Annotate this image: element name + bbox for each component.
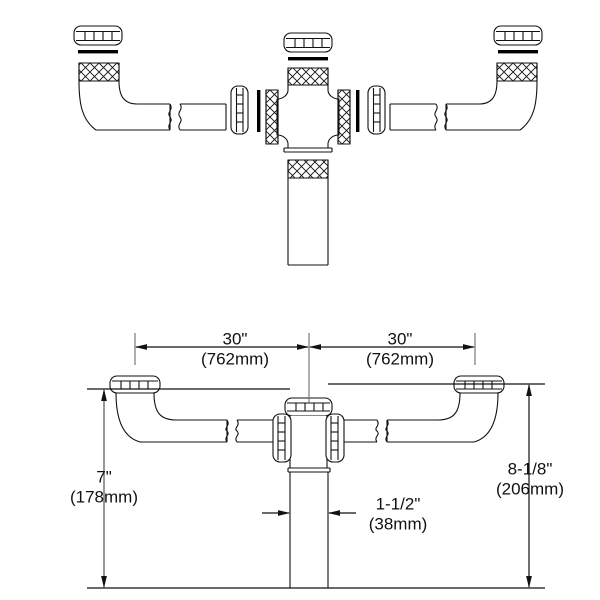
right-side-gasket	[356, 90, 360, 132]
gasket-washer	[78, 50, 118, 54]
slip-nut	[493, 25, 543, 46]
assembled-view	[109, 375, 505, 588]
left-elbow-assembly	[73, 25, 227, 131]
tee-body	[276, 84, 340, 149]
threaded-section	[287, 159, 329, 179]
tube-break-symbol	[375, 419, 389, 443]
left-side-gasket	[257, 90, 261, 132]
dim-right-height-imperial: 8-1/8"	[508, 459, 553, 478]
tube-break-symbol	[434, 103, 448, 131]
right-elbow-body	[445, 80, 538, 131]
drop-tube	[287, 159, 329, 266]
threaded-section	[337, 89, 351, 145]
dim-right-height-metric: (206mm)	[496, 479, 564, 498]
exploded-view	[73, 25, 543, 266]
drop-tube	[289, 472, 329, 588]
slip-nut	[283, 32, 333, 53]
right-side-slip-nut	[325, 413, 345, 463]
center-tee-fitting	[265, 32, 351, 153]
tube-break-symbol	[168, 103, 182, 131]
dim-left-span-metric: (762mm)	[201, 349, 269, 368]
left-tube-segment	[180, 103, 227, 131]
right-side-slip-nut	[367, 85, 386, 135]
slip-nut	[73, 25, 123, 46]
dim-right-span-metric: (762mm)	[366, 349, 434, 368]
dim-diameter-metric: (38mm)	[369, 514, 428, 533]
left-elbow-body	[78, 80, 171, 131]
slip-nut	[109, 375, 161, 394]
dimension-text-group: 30" (762mm) 30" (762mm) 7" (178mm) 8-1/8…	[70, 329, 564, 533]
dim-left-span-imperial: 30"	[223, 329, 248, 348]
right-elbow-assembly	[389, 25, 543, 131]
threaded-section	[287, 67, 329, 86]
dim-left-height-imperial: 7"	[96, 467, 112, 486]
left-side-slip-nut	[272, 413, 292, 463]
threaded-section	[496, 62, 538, 82]
threaded-section	[265, 89, 279, 145]
dim-diameter-imperial: 1-1/2"	[376, 494, 421, 513]
threaded-section	[78, 62, 120, 82]
tube-break-symbol	[225, 419, 239, 443]
assembled-left-elbow	[109, 375, 273, 443]
gasket-washer	[498, 50, 538, 54]
dim-right-span-imperial: 30"	[388, 329, 413, 348]
dim-left-height-metric: (178mm)	[70, 487, 138, 506]
assembled-center-tee	[272, 397, 345, 588]
assembled-right-elbow	[344, 375, 505, 443]
left-side-slip-nut	[230, 85, 249, 135]
dimension-annotations	[87, 333, 545, 589]
right-tube-segment	[389, 103, 436, 131]
gasket-washer	[288, 57, 328, 61]
